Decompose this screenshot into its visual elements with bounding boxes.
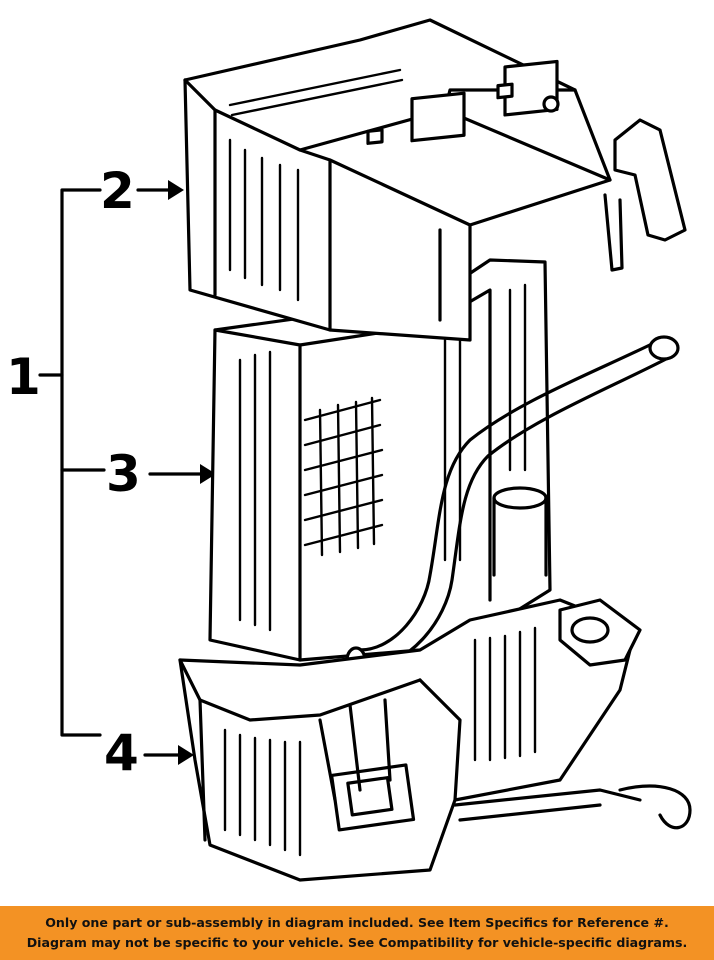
callout-bracket [38,188,106,737]
disclaimer-banner: Only one part or sub-assembly in diagram… [0,906,714,960]
callout-2: 2 [100,162,135,220]
callout-1: 1 [6,348,41,406]
arrow-3 [148,464,216,484]
callout-3: 3 [106,445,141,503]
parts-diagram: 1 2 3 4 [6,18,692,882]
lower-case [178,598,692,882]
arrow-2 [136,180,184,200]
core-grid [303,396,384,557]
arrow-4 [143,745,194,765]
disclaimer-line-2: Diagram may not be specific to your vehi… [26,935,688,950]
callout-4: 4 [104,724,139,782]
upper-case [183,18,687,342]
disclaimer-line-1: Only one part or sub-assembly in diagram… [45,915,669,930]
